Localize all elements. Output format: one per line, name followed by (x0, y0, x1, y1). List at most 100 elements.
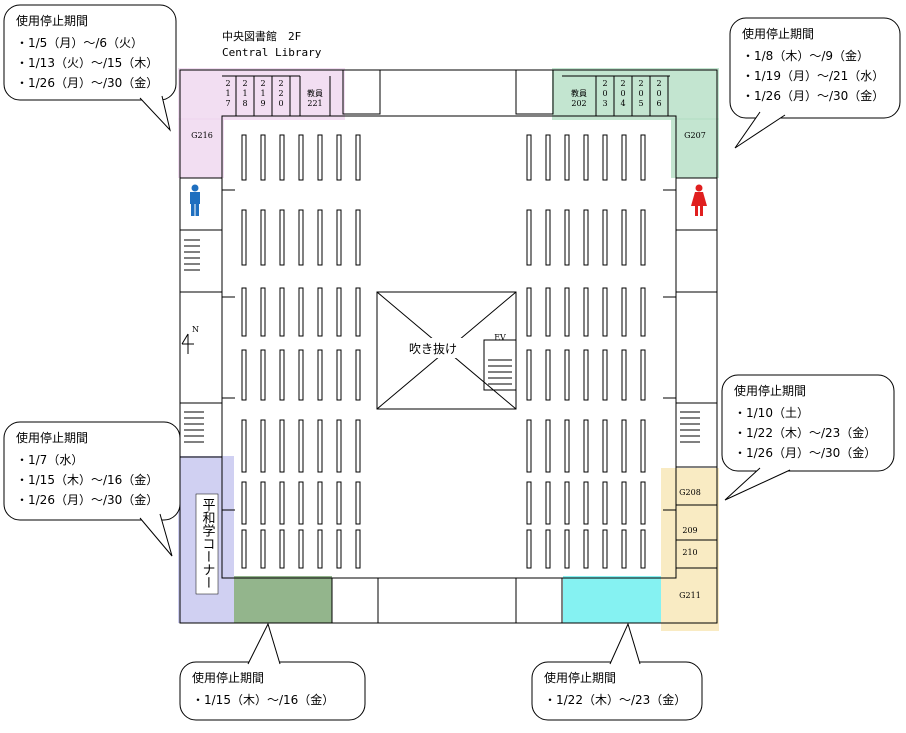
zone-bottom-left[interactable] (234, 576, 332, 623)
bookshelf (298, 287, 304, 337)
bookshelf (298, 209, 304, 266)
room-number-digit: 0 (638, 89, 643, 98)
elevator-label: EV (494, 333, 506, 342)
bookshelf (545, 134, 551, 181)
callout-date-line: ・1/10（土） (734, 406, 809, 420)
bookshelf (336, 419, 342, 473)
room-g207[interactable]: G207 (684, 131, 706, 140)
bookshelves (241, 134, 646, 569)
bookshelf (317, 134, 323, 181)
bookshelf (526, 287, 532, 337)
room-number-digit: 2 (638, 79, 643, 88)
room-seminar-221-line1[interactable]: 教員 (307, 88, 323, 98)
bookshelf (564, 134, 570, 181)
bookshelf (241, 349, 247, 401)
bookshelf (241, 529, 247, 569)
bookshelf (545, 529, 551, 569)
callout-box (729, 17, 901, 119)
callout-date-line: ・1/5（月）～/6（火） (16, 36, 143, 50)
bookshelf (260, 529, 266, 569)
zone-bottom-right[interactable] (563, 576, 661, 623)
callouts: 使用停止期間・1/5（月）～/6（火）・1/13（火）～/15（木）・1/26（… (3, 4, 901, 721)
bookshelf (260, 134, 266, 181)
bookshelf (260, 209, 266, 266)
bookshelf (355, 209, 361, 266)
callout-tail (609, 622, 641, 665)
bookshelf (545, 209, 551, 266)
callout-date-line: ・1/15（木）～/16（金） (192, 692, 334, 707)
bookshelf (602, 349, 608, 401)
bookshelf (640, 349, 646, 401)
bookshelf (621, 529, 627, 569)
heiwa-corner-label[interactable]: 平和学コーナー (200, 498, 216, 589)
bookshelf (564, 349, 570, 401)
bookshelf (260, 481, 266, 525)
callout-box (3, 421, 181, 521)
bookshelf (317, 209, 323, 266)
zone-top-left-g216[interactable] (178, 118, 224, 178)
bookshelf (583, 481, 589, 525)
bookshelf (298, 529, 304, 569)
bookshelf (526, 529, 532, 569)
bookshelf (298, 481, 304, 525)
callout-box (721, 374, 895, 472)
room-number-digit: 0 (278, 99, 283, 108)
zone-top-right[interactable] (552, 68, 719, 120)
room-number-digit: 1 (225, 89, 230, 98)
callout-tail (139, 513, 173, 557)
zone-top-right-g207[interactable] (671, 118, 719, 178)
bookshelf (640, 287, 646, 337)
room-209[interactable]: 209 (682, 526, 697, 535)
room-number-digit: 0 (620, 89, 625, 98)
room-number-digit: 1 (260, 89, 265, 98)
room-number-digit: 2 (242, 79, 247, 88)
bookshelf (279, 481, 285, 525)
north-label: N (192, 325, 199, 334)
zone-right-g208-g211[interactable] (661, 468, 719, 631)
callout-date-line: ・1/26（月）～/30（金） (734, 445, 876, 460)
bookshelf (279, 134, 285, 181)
bookshelf (336, 134, 342, 181)
callout-box (3, 4, 177, 101)
map-title-ja: 中央図書館 2F (222, 29, 301, 43)
bookshelf (298, 134, 304, 181)
callout-title: 使用停止期間 (16, 13, 88, 28)
room-seminar-202-line1[interactable]: 教員 (571, 88, 587, 98)
bookshelf (317, 349, 323, 401)
bookshelf (279, 419, 285, 473)
bookshelf (583, 419, 589, 473)
room-number-digit: 6 (656, 99, 661, 108)
male-restroom-icon (190, 184, 200, 216)
room-g211[interactable]: G211 (679, 591, 701, 600)
bookshelf (621, 419, 627, 473)
callout-tail (247, 622, 281, 665)
room-seminar-202-line2[interactable]: 202 (571, 99, 586, 108)
bookshelf (317, 481, 323, 525)
bookshelf (621, 287, 627, 337)
bookshelf (583, 349, 589, 401)
bookshelf (640, 481, 646, 525)
zone-top-left[interactable] (178, 68, 345, 120)
bookshelf (241, 134, 247, 181)
room-g216[interactable]: G216 (191, 131, 213, 140)
room-g208[interactable]: G208 (679, 488, 701, 497)
callout-title: 使用停止期間 (544, 670, 616, 685)
room-seminar-221-line2[interactable]: 221 (307, 99, 322, 108)
bookshelf (336, 481, 342, 525)
bookshelf (241, 419, 247, 473)
bookshelf (545, 419, 551, 473)
bookshelf (602, 419, 608, 473)
bookshelf (545, 349, 551, 401)
bookshelf (621, 209, 627, 266)
bookshelf (621, 349, 627, 401)
bookshelf (602, 134, 608, 181)
callout-title: 使用停止期間 (742, 26, 814, 41)
bookshelf (298, 419, 304, 473)
room-number-digit: 8 (242, 99, 247, 108)
room-number-digit: 2 (260, 79, 265, 88)
bookshelf (355, 419, 361, 473)
bookshelf (317, 419, 323, 473)
callout-left: 使用停止期間・1/7（水）・1/15（木）～/16（金）・1/26（月）～/30… (3, 421, 181, 557)
room-210[interactable]: 210 (682, 548, 697, 557)
